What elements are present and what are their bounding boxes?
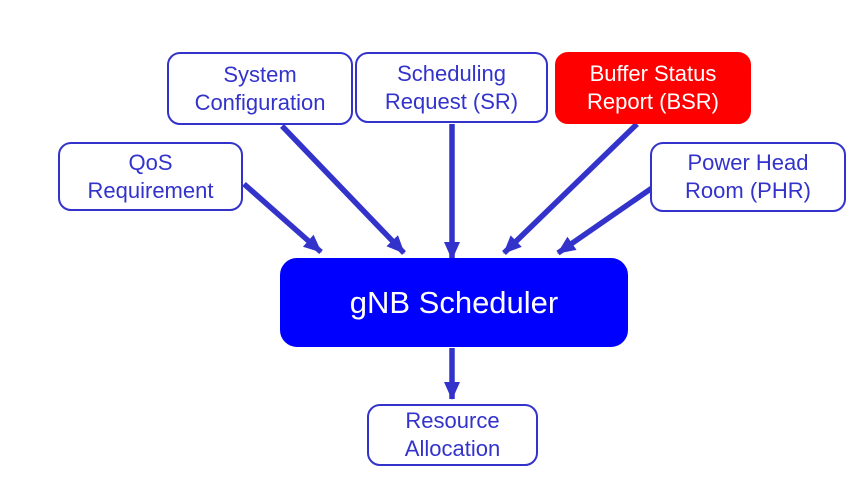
node-scheduling-request-label: Scheduling Request (SR) [384, 60, 519, 114]
node-power-head-room-label: Power Head Room (PHR) [685, 150, 811, 203]
node-qos-requirement: QoS Requirement [58, 142, 243, 211]
arrow-system_configuration-to-gnb_scheduler [280, 124, 406, 255]
node-scheduling-request: Scheduling Request (SR) [355, 52, 548, 123]
node-power-head-room: Power Head Room (PHR) [650, 142, 846, 212]
node-buffer-status-report-label: Buffer Status Report (BSR) [586, 61, 720, 114]
node-qos-requirement-label: QoS Requirement [87, 149, 214, 203]
node-gnb-scheduler: gNB Scheduler [280, 258, 628, 347]
node-gnb-scheduler-label: gNB Scheduler [349, 284, 559, 320]
node-resource-allocation-label: Resource Allocation [404, 408, 501, 461]
arrow-power_head_room-to-gnb_scheduler [556, 185, 654, 256]
arrow-qos_requirement-to-gnb_scheduler [242, 181, 323, 255]
node-system-configuration-label: System Configuration [194, 61, 326, 115]
node-buffer-status-report: Buffer Status Report (BSR) [555, 52, 751, 124]
node-system-configuration: System Configuration [167, 52, 353, 125]
node-resource-allocation: Resource Allocation [367, 404, 538, 466]
arrow-buffer_status_report-to-gnb_scheduler [502, 122, 639, 255]
